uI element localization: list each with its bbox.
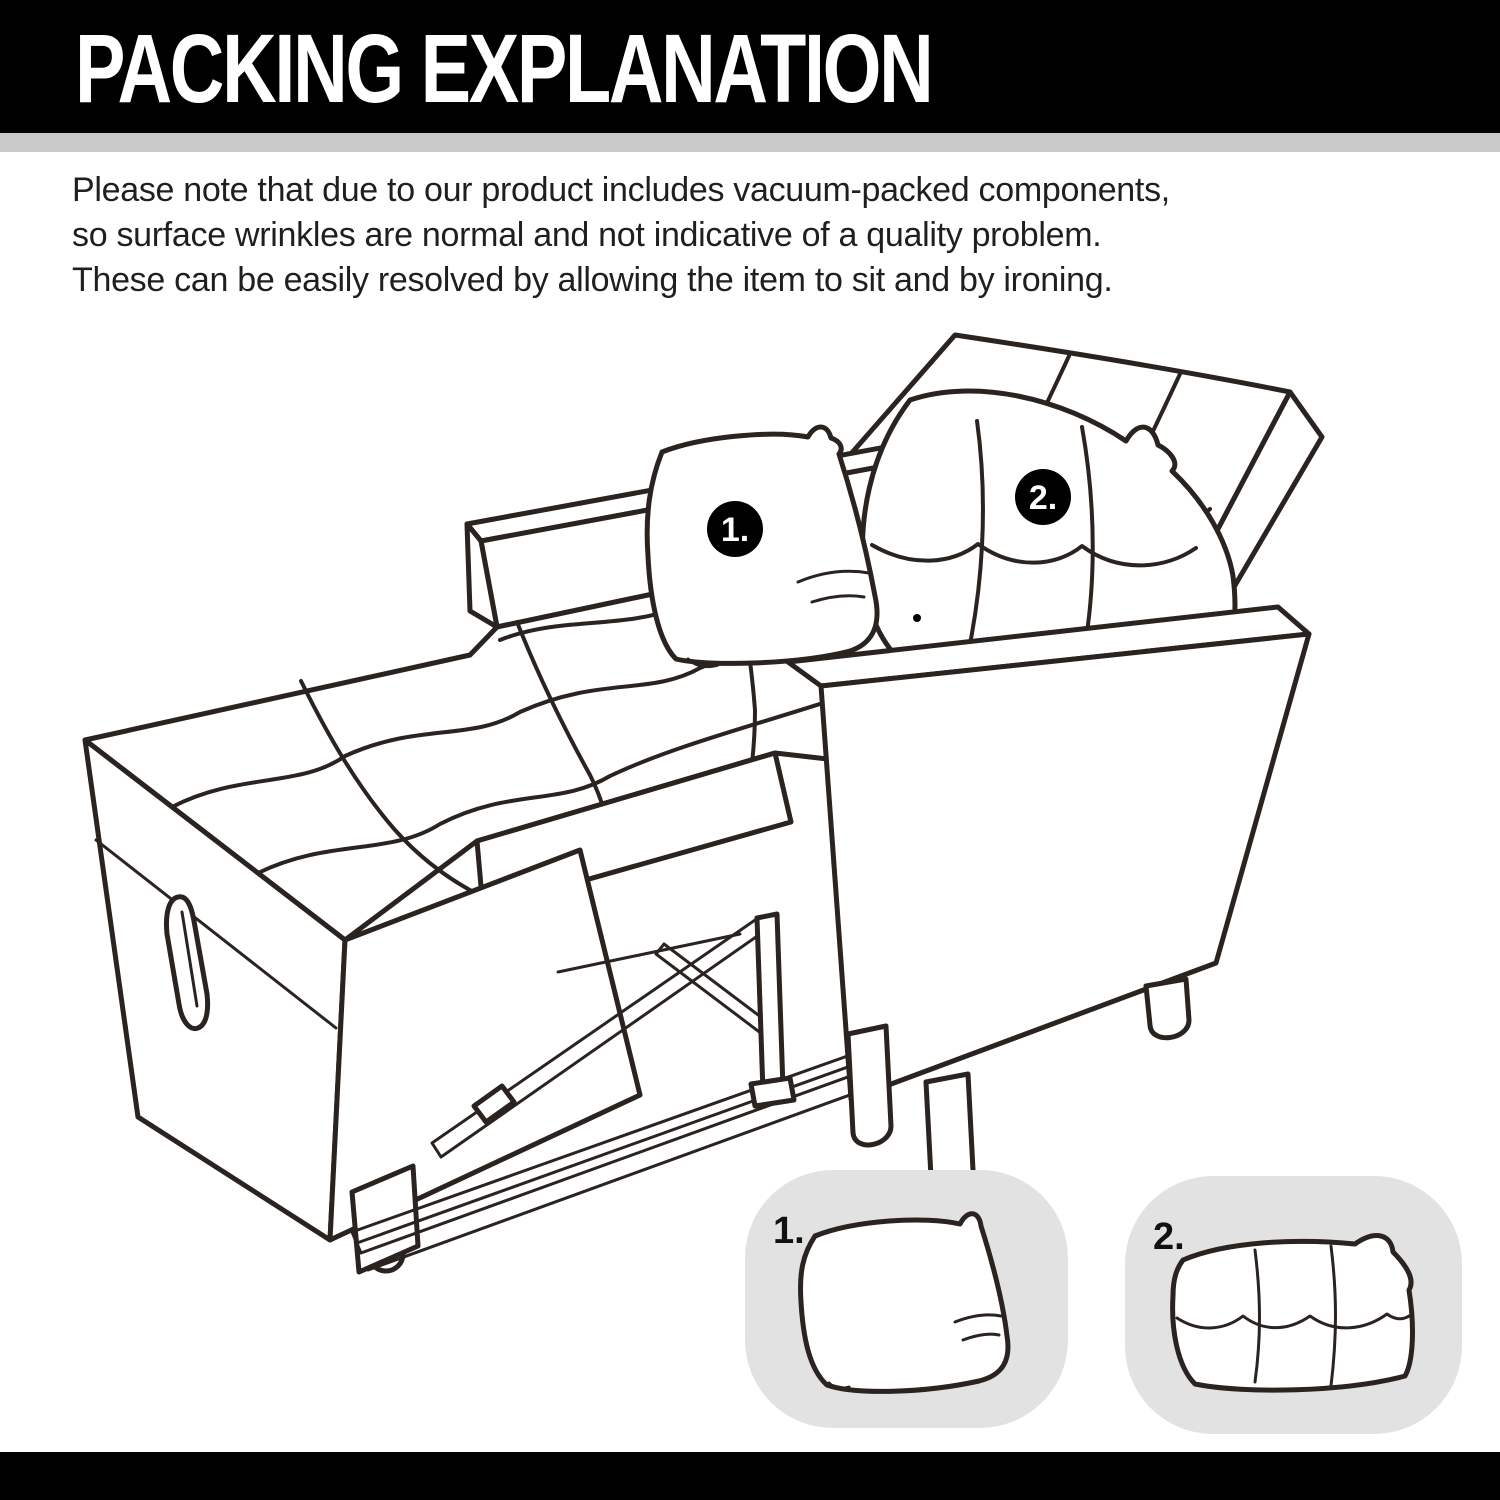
mechanism-support-post: [754, 911, 786, 1095]
ottoman-box: [82, 737, 643, 1275]
badge-circle-2: [1015, 469, 1071, 525]
mechanism-link-plate: [471, 1083, 517, 1125]
plain-pillow-icon: [798, 1211, 1011, 1394]
plain-throw-pillow: 1.: [644, 424, 921, 668]
callout-badge-1: 1.: [707, 501, 763, 557]
legend-label-2: 2.: [1153, 1216, 1185, 1258]
legend-label-1: 1.: [773, 1210, 805, 1252]
notice-line-3: These can be easily resolved by allowing…: [72, 261, 1113, 299]
callout-badge-2: 2.: [1015, 469, 1071, 525]
tufted-pillow-icon: [1170, 1233, 1415, 1393]
badge-circle-1: [707, 501, 763, 557]
right-armrest: [785, 604, 1312, 1102]
badge-label-2: 2.: [1029, 479, 1057, 517]
header-divider: [0, 133, 1500, 152]
legend-card-plain-pillow: 1.: [745, 1170, 1068, 1428]
pull-handle-loop: [164, 894, 211, 1032]
notice-paragraph: Please note that due to our product incl…: [72, 168, 1332, 303]
footer-bar: [0, 1452, 1500, 1500]
header-bar: PACKING EXPLANATION: [0, 0, 1500, 133]
legend-card-tufted-pillow: 2.: [1125, 1176, 1462, 1434]
notice-line-1: Please note that due to our product incl…: [72, 171, 1170, 209]
page-title: PACKING EXPLANATION: [75, 14, 934, 123]
notice-line-2: so surface wrinkles are normal and not i…: [72, 216, 1102, 254]
badge-label-1: 1.: [721, 511, 749, 549]
